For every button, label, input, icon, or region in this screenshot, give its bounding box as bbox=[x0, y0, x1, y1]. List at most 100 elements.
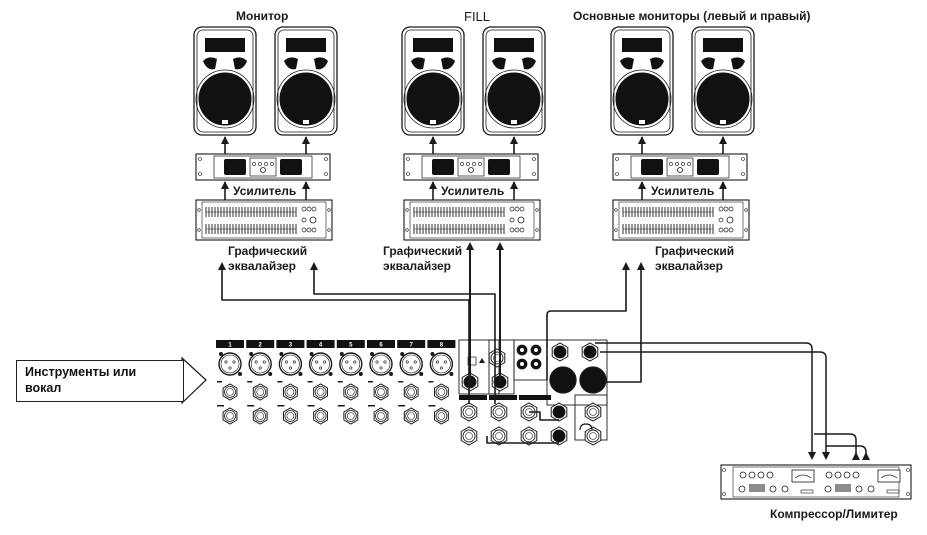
fill-eq-input-arrow-icon bbox=[466, 242, 474, 250]
phantom-switch bbox=[467, 356, 477, 366]
xlr-pin bbox=[409, 366, 413, 370]
insert-jack-ring bbox=[405, 410, 418, 422]
equalizer-power-switch bbox=[517, 216, 525, 224]
phones-jack-hole bbox=[589, 408, 597, 416]
speaker-port-left bbox=[701, 57, 715, 70]
speaker-logo bbox=[222, 120, 228, 124]
compressor-output-arrow-icon bbox=[862, 452, 870, 460]
cable-compressor-return-right bbox=[826, 445, 867, 460]
rack-screw bbox=[906, 492, 910, 496]
phones-jack-ring bbox=[586, 405, 600, 419]
xlr-input-jack bbox=[248, 352, 272, 376]
line-label bbox=[247, 381, 253, 383]
monitor-out-jack-ring bbox=[552, 405, 566, 419]
mixer-channel-1: 1 bbox=[216, 340, 244, 425]
main-graphic-equalizer bbox=[612, 199, 750, 241]
fill-speaker-input-arrow-icon bbox=[510, 136, 518, 144]
compressor-knob bbox=[781, 485, 789, 493]
insert-label bbox=[247, 405, 255, 407]
monitor-eq-input-arrow-icon bbox=[310, 262, 318, 270]
xlr-pin bbox=[383, 360, 387, 364]
compressor-limiter bbox=[720, 464, 912, 500]
aux-return-1-jack-ring bbox=[462, 429, 476, 443]
amplifier-power-knob bbox=[260, 167, 266, 173]
xlr-pin bbox=[232, 360, 236, 364]
phones-out-jack-ring bbox=[586, 429, 600, 443]
equalizer-button bbox=[306, 227, 312, 233]
speaker-horn-slot bbox=[622, 38, 662, 52]
cable-compressor-return-left bbox=[814, 433, 857, 460]
insert-label bbox=[217, 405, 224, 407]
stereo-2-label-bar bbox=[489, 395, 517, 400]
speaker-port-left bbox=[620, 57, 634, 70]
rack-screw bbox=[406, 157, 410, 161]
xlr-latch bbox=[400, 352, 405, 356]
amplifier-front-panel bbox=[421, 155, 521, 179]
fill-eq-label-line2: эквалайзер bbox=[383, 259, 452, 273]
xlr-pin bbox=[228, 366, 232, 370]
fill-eq-input-arrow-icon bbox=[496, 242, 504, 250]
line-input-jack-ring bbox=[314, 386, 327, 398]
amplifier-knob bbox=[675, 162, 679, 166]
main-amp-input-arrow-icon bbox=[719, 181, 727, 189]
xlr-input-jack-inner bbox=[371, 354, 391, 374]
rack-screw bbox=[327, 228, 331, 232]
insert-right-jack-ring bbox=[583, 345, 597, 359]
rack-screw bbox=[535, 228, 539, 232]
main-eq-label: Графический эквалайзер bbox=[655, 244, 734, 274]
xlr-pin bbox=[379, 366, 383, 370]
xlr-pin bbox=[439, 366, 443, 370]
mixer-channel-6: 6 bbox=[367, 340, 395, 425]
meter-needle-arc bbox=[794, 474, 812, 479]
channel-number-tab bbox=[397, 340, 426, 348]
line-input-jack-hole bbox=[346, 388, 355, 396]
xlr-input-jack-inner bbox=[281, 354, 300, 374]
compressor-label: Компрессор/Лимитер bbox=[770, 507, 898, 521]
xlr-latch bbox=[279, 352, 284, 356]
xlr-pin bbox=[375, 360, 379, 364]
equalizer-button bbox=[306, 206, 312, 212]
speaker-logo bbox=[639, 120, 645, 124]
amplifier-knob bbox=[681, 162, 685, 166]
effects-out-jack-ring bbox=[552, 429, 566, 443]
speaker-woofer-ring bbox=[612, 69, 672, 129]
insert-label bbox=[307, 405, 315, 407]
line-label bbox=[337, 381, 343, 383]
amplifier-knob bbox=[252, 162, 256, 166]
rca-jack-center bbox=[534, 362, 538, 366]
equalizer-chassis bbox=[195, 199, 333, 241]
aux-return-3-jack-ring bbox=[522, 429, 536, 443]
xlr-latch bbox=[358, 372, 363, 376]
compressor-knob bbox=[738, 485, 746, 493]
insert-label bbox=[398, 405, 406, 407]
rack-screw bbox=[406, 172, 410, 176]
aux-return-2-jack-hole bbox=[495, 432, 503, 440]
speaker-woofer bbox=[486, 71, 542, 127]
xlr-latch bbox=[389, 372, 393, 376]
cable-effects-loop bbox=[486, 436, 559, 444]
speaker-horn-slot bbox=[703, 38, 743, 52]
compressor-knob bbox=[843, 471, 851, 479]
amplifier-knob bbox=[478, 162, 482, 166]
xlr-input-jack-inner bbox=[250, 354, 270, 374]
speaker-horn-slot bbox=[413, 38, 453, 52]
rack-screw bbox=[197, 228, 201, 232]
compressor-output-arrow-icon bbox=[852, 452, 860, 460]
amplifier-knob bbox=[472, 162, 476, 166]
mixer-channel-4: 4 bbox=[306, 340, 335, 425]
compressor-input-arrow-icon bbox=[808, 452, 816, 460]
compressor-knob bbox=[769, 485, 777, 493]
mixer-channel-7: 7 bbox=[397, 340, 426, 425]
speaker-horn-slot bbox=[286, 38, 326, 52]
main-amplifier-label: Усилитель bbox=[651, 184, 715, 198]
xlr-input-jack-inner bbox=[220, 354, 240, 374]
xlr-input-jack bbox=[308, 352, 333, 376]
compressor-knob bbox=[739, 471, 747, 479]
compressor-knob bbox=[852, 471, 860, 479]
channel-number: 7 bbox=[410, 343, 414, 349]
insert-jack-hole bbox=[286, 412, 295, 420]
xlr-pin bbox=[323, 360, 327, 364]
line-input-jack-ring bbox=[375, 386, 387, 398]
